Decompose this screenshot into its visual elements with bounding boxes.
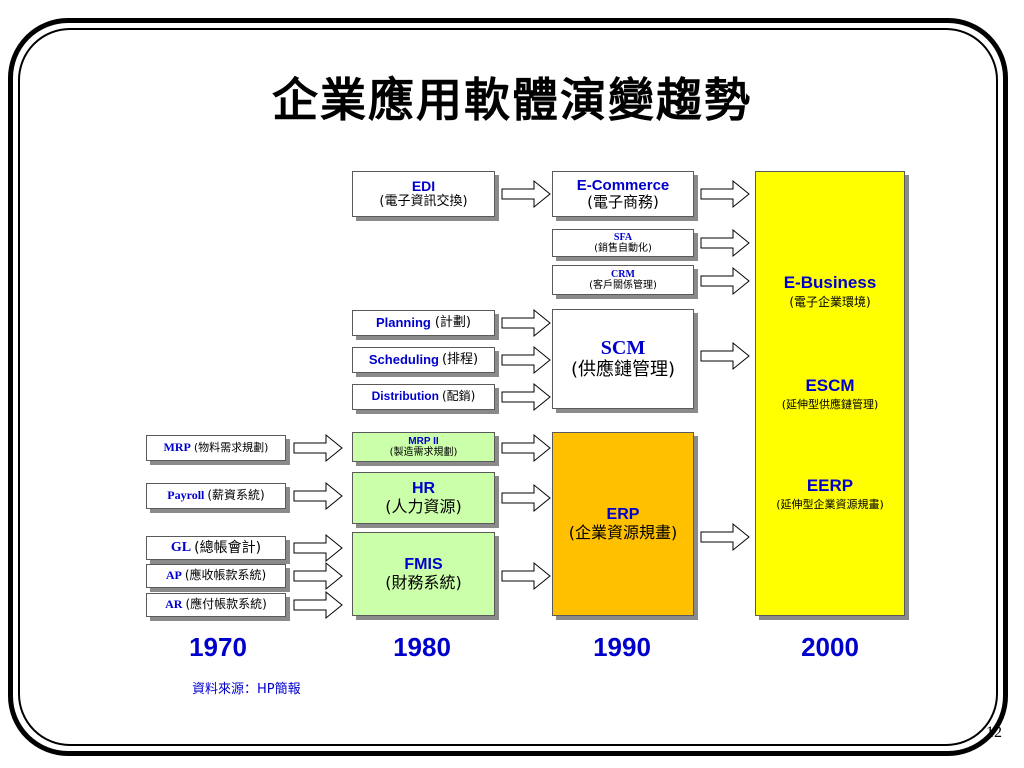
fmis-box: FMIS (財務系統) bbox=[352, 532, 495, 616]
mrp-desc: (物料需求規劃) bbox=[193, 440, 269, 454]
edi-box: EDI (電子資訊交換) bbox=[352, 171, 495, 217]
arrow-planning-to-scm bbox=[501, 309, 551, 337]
payroll-box: Payroll (薪資系統) bbox=[146, 483, 286, 509]
arrow-hr-to-erp bbox=[501, 484, 551, 512]
mrp2-desc: (製造需求規劃) bbox=[389, 447, 458, 458]
crm-desc: (客戶關係管理) bbox=[589, 280, 657, 291]
erp-box: ERP (企業資源規畫) bbox=[552, 432, 694, 616]
arrow-ar-to-fmis bbox=[293, 591, 343, 619]
edi-desc: (電子資訊交換) bbox=[379, 193, 468, 209]
sfa-label: SFA bbox=[613, 231, 633, 243]
arrow-scm-to-escm bbox=[700, 342, 750, 370]
distribution-desc: (配銷) bbox=[441, 389, 476, 404]
page-number: 12 bbox=[986, 724, 1002, 741]
edi-label: EDI bbox=[411, 178, 436, 195]
ap-box: AP (應收帳款系統) bbox=[146, 564, 286, 588]
year-2000: 2000 bbox=[801, 632, 859, 662]
slide-frame-outer bbox=[8, 18, 1008, 756]
arrow-crm-to-ebusiness bbox=[700, 267, 750, 295]
fmis-label: FMIS bbox=[404, 555, 443, 573]
arrow-erp-to-eerp bbox=[700, 523, 750, 551]
ecommerce-box: E-Commerce (電子商務) bbox=[552, 171, 694, 217]
sfa-box: SFA (銷售自動化) bbox=[552, 229, 694, 257]
fmis-desc: (財務系統) bbox=[385, 573, 462, 592]
hr-box: HR (人力資源) bbox=[352, 472, 495, 524]
eerp-desc: (延伸型企業資源規畫) bbox=[776, 498, 884, 512]
erp-desc: (企業資源規畫) bbox=[568, 523, 678, 542]
sfa-desc: (銷售自動化) bbox=[594, 243, 652, 254]
arrow-gl-to-fmis bbox=[293, 534, 343, 562]
scheduling-box: Scheduling (排程) bbox=[352, 347, 495, 373]
gl-box: GL (總帳會計) bbox=[146, 536, 286, 560]
gl-label: GL bbox=[170, 539, 192, 555]
slide-frame-inner bbox=[18, 28, 998, 746]
arrow-sfa-to-ebusiness bbox=[700, 229, 750, 257]
ebusiness-desc: (電子企業環境) bbox=[789, 295, 871, 310]
payroll-label: Payroll bbox=[167, 488, 205, 503]
arrow-scheduling-to-scm bbox=[501, 346, 551, 374]
eerp-label: EERP bbox=[806, 476, 854, 495]
mrp-label: MRP bbox=[163, 440, 191, 455]
mrp2-box: MRP II (製造需求規劃) bbox=[352, 432, 495, 462]
hr-desc: (人力資源) bbox=[385, 497, 462, 516]
erp-label: ERP bbox=[606, 505, 640, 523]
arrow-mrp-to-mrp2 bbox=[293, 434, 343, 462]
arrow-payroll-to-hr bbox=[293, 482, 343, 510]
arrow-distribution-to-scm bbox=[501, 383, 551, 411]
year-1990: 1990 bbox=[593, 632, 651, 662]
ap-label: AP bbox=[165, 568, 182, 583]
e-business-column bbox=[755, 171, 905, 616]
distribution-box: Distribution (配銷) bbox=[352, 384, 495, 410]
scheduling-label: Scheduling bbox=[368, 351, 439, 367]
arrow-ap-to-fmis bbox=[293, 562, 343, 590]
crm-box: CRM (客戶關係管理) bbox=[552, 265, 694, 295]
crm-label: CRM bbox=[611, 268, 635, 280]
mrp-box: MRP (物料需求規劃) bbox=[146, 435, 286, 461]
arrow-ecommerce-to-ebusiness bbox=[700, 180, 750, 208]
ebusiness-label: E-Business bbox=[783, 273, 877, 292]
slide-title: 企業應用軟體演變趨勢 bbox=[272, 73, 752, 127]
planning-desc: (計劃) bbox=[434, 314, 472, 330]
scm-box: SCM (供應鏈管理) bbox=[552, 309, 694, 409]
source-note: 資料來源：HP簡報 bbox=[192, 682, 301, 697]
escm-label: ESCM bbox=[805, 376, 855, 395]
gl-desc: (總帳會計) bbox=[194, 539, 262, 556]
scheduling-desc: (排程) bbox=[441, 351, 479, 367]
scm-desc: (供應鏈管理) bbox=[570, 359, 676, 381]
escm-group: ESCM (延伸型供應鏈管理) bbox=[755, 376, 905, 412]
ar-box: AR (應付帳款系統) bbox=[146, 593, 286, 617]
year-1980: 1980 bbox=[393, 632, 451, 662]
arrow-mrp2-to-erp bbox=[501, 434, 551, 462]
ebusiness-group: E-Business (電子企業環境) bbox=[755, 273, 905, 310]
scm-label: SCM bbox=[600, 337, 646, 360]
arrow-edi-to-ecommerce bbox=[501, 180, 551, 208]
arrow-fmis-to-erp bbox=[501, 562, 551, 590]
planning-box: Planning (計劃) bbox=[352, 310, 495, 336]
escm-desc: (延伸型供應鏈管理) bbox=[781, 398, 879, 412]
payroll-desc: (薪資系統) bbox=[207, 488, 265, 503]
year-1970: 1970 bbox=[189, 632, 247, 662]
distribution-label: Distribution bbox=[371, 389, 439, 404]
ar-desc: (應付帳款系統) bbox=[185, 597, 267, 612]
hr-label: HR bbox=[411, 479, 436, 497]
ar-label: AR bbox=[165, 597, 183, 612]
ecommerce-label: E-Commerce bbox=[576, 176, 670, 194]
mrp2-label: MRP II bbox=[408, 435, 439, 447]
ap-desc: (應收帳款系統) bbox=[184, 568, 267, 583]
ecommerce-desc: (電子商務) bbox=[587, 193, 659, 211]
planning-label: Planning bbox=[375, 314, 431, 330]
eerp-group: EERP (延伸型企業資源規畫) bbox=[755, 476, 905, 512]
